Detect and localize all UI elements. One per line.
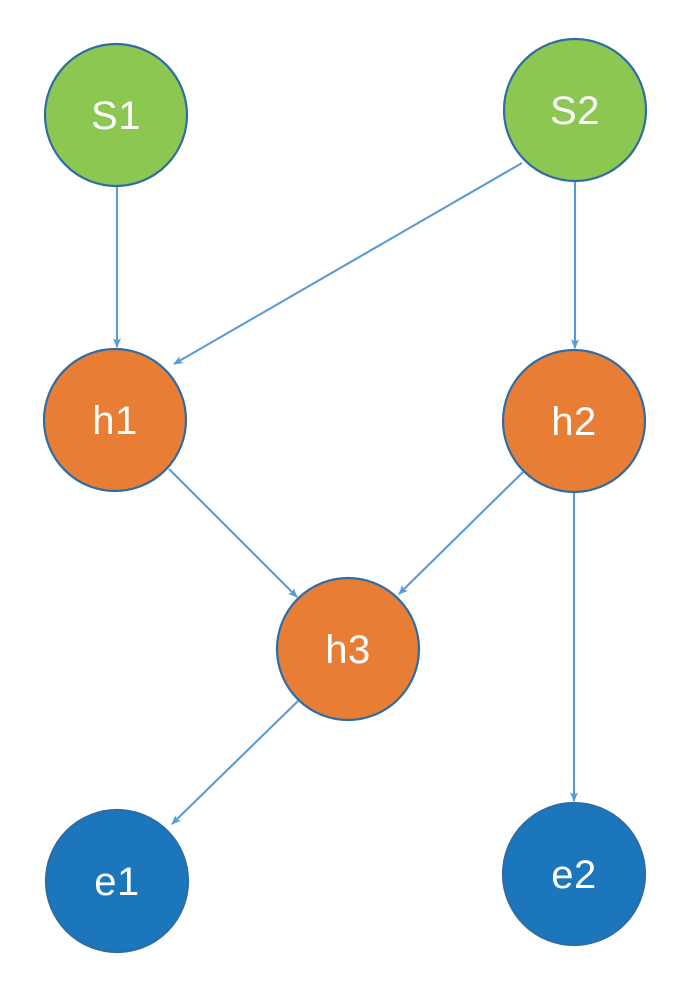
edge-s2-to-h1 (173, 162, 523, 365)
node-h1[interactable]: h1 (42, 347, 188, 493)
node-label-s1: S1 (91, 94, 141, 138)
node-label-h2: h2 (551, 400, 597, 444)
node-circle-h3[interactable] (275, 576, 421, 722)
edges-layer (113, 162, 579, 825)
edge-h3-to-e1 (171, 700, 299, 825)
node-h3[interactable]: h3 (275, 576, 421, 722)
node-label-e1: e1 (94, 860, 140, 904)
node-circle-h2[interactable] (501, 348, 647, 494)
node-label-s2: S2 (550, 89, 600, 133)
node-e1[interactable]: e1 (44, 808, 190, 954)
edge-h1-to-h3 (168, 468, 298, 598)
edge-h2-to-h3 (398, 471, 524, 595)
node-circle-s2[interactable] (502, 37, 648, 183)
node-label-h1: h1 (92, 399, 138, 443)
node-circle-e2[interactable] (501, 801, 647, 947)
node-e2[interactable]: e2 (501, 801, 647, 947)
node-label-h3: h3 (325, 628, 371, 672)
node-circle-s1[interactable] (43, 42, 189, 188)
node-circle-h1[interactable] (42, 347, 188, 493)
node-h2[interactable]: h2 (501, 348, 647, 494)
node-s2[interactable]: S2 (502, 37, 648, 183)
node-label-e2: e2 (551, 853, 597, 897)
nodes-layer: S1 S2 h1 h2 h3 e1 e2 (42, 37, 648, 954)
node-circle-e1[interactable] (44, 808, 190, 954)
node-s1[interactable]: S1 (43, 42, 189, 188)
